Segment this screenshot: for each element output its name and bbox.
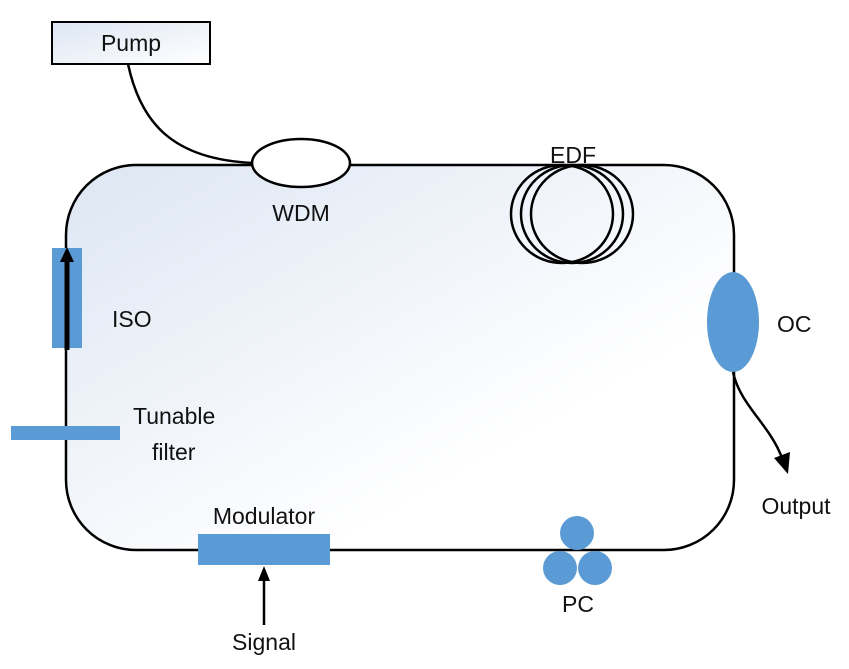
tunable-filter [11, 426, 120, 440]
tunable-filter-label-line1: Tunable [133, 403, 215, 429]
fiber-loop [64, 163, 736, 552]
edf-label: EDF [550, 142, 596, 168]
oc-label: OC [777, 311, 812, 337]
signal-label: Signal [232, 629, 296, 655]
output-label: Output [761, 493, 831, 519]
pump-label: Pump [101, 30, 161, 56]
output-fiber [731, 371, 784, 459]
polarization-controller [543, 516, 612, 585]
modulator-label: Modulator [213, 503, 316, 529]
output-coupler [707, 272, 759, 372]
tunable-filter-label-line2: filter [152, 439, 196, 465]
signal-arrow-head [258, 566, 270, 581]
isolator-arrow-head [60, 247, 74, 262]
wdm-coupler [250, 137, 352, 189]
output-arrow-head [774, 452, 790, 474]
modulator [198, 534, 330, 565]
iso-label: ISO [112, 306, 152, 332]
pc-label: PC [562, 591, 594, 617]
edf-coil [509, 163, 635, 265]
wdm-label: WDM [272, 200, 329, 226]
pump-box [51, 21, 211, 65]
pump-fiber [126, 63, 256, 165]
